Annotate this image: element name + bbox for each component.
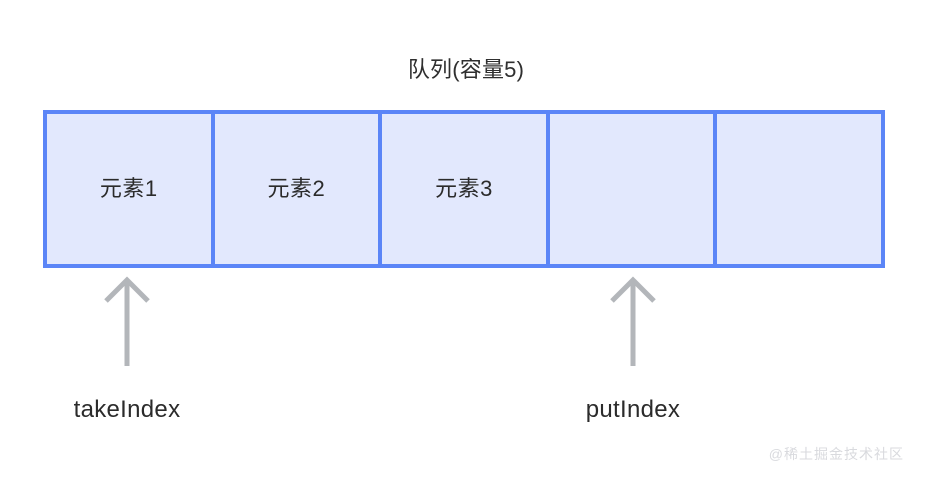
queue-container: 元素1 元素2 元素3 — [43, 110, 885, 268]
queue-cell-1: 元素2 — [214, 114, 383, 264]
queue-cell-3 — [549, 114, 718, 264]
watermark: @稀土掘金技术社区 — [768, 446, 904, 462]
arrow-up-icon — [523, 272, 743, 372]
pointer-label: takeIndex — [73, 396, 181, 423]
pointer-label: putIndex — [585, 396, 681, 423]
queue-cell-label: 元素2 — [267, 176, 326, 201]
queue-cell-2: 元素3 — [382, 114, 550, 264]
page-title: 队列(容量5) — [407, 57, 525, 82]
queue-cell-label: 元素3 — [435, 176, 493, 201]
arrow-up-icon — [17, 272, 237, 372]
pointer-take-index: takeIndex — [17, 272, 237, 442]
queue-cell-0: 元素1 — [47, 114, 215, 264]
queue-cell-4 — [717, 114, 881, 264]
queue-cell-label: 元素1 — [99, 176, 158, 201]
pointer-put-index: putIndex — [523, 272, 743, 442]
